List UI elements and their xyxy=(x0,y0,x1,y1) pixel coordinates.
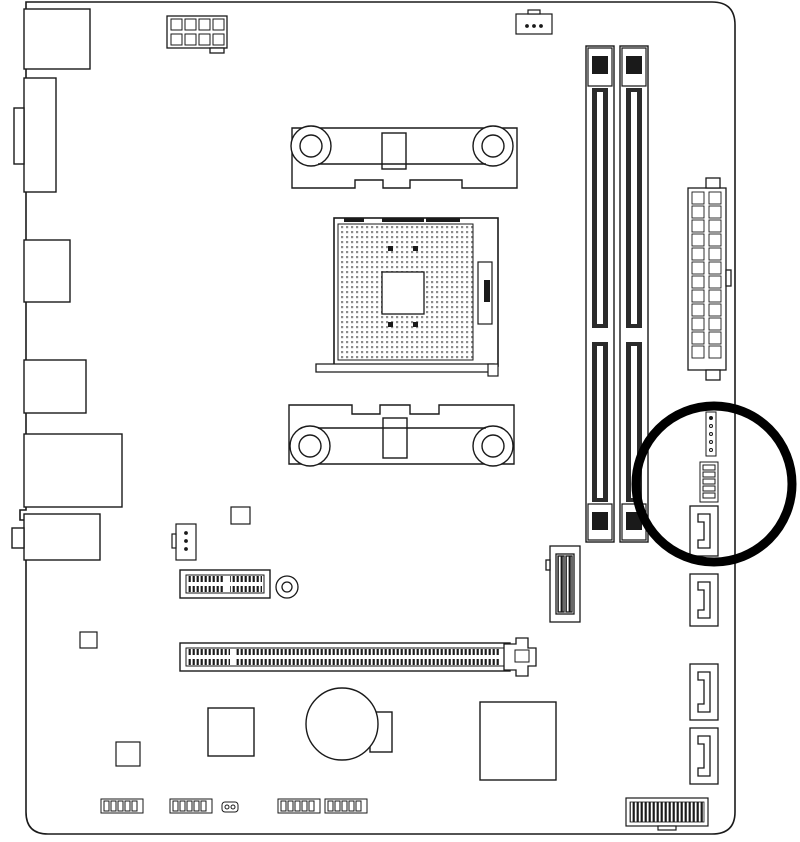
vga-port xyxy=(23,77,57,193)
usb3-front-header xyxy=(625,797,709,831)
cmos-battery xyxy=(305,687,393,761)
dvi-port xyxy=(23,239,71,303)
standoff-screw xyxy=(275,575,299,599)
highlight-ring xyxy=(631,401,797,567)
cpu-retention-bracket-bottom xyxy=(288,404,515,467)
bottom-jumper xyxy=(221,801,239,813)
cpu-retention-bracket-top xyxy=(290,125,518,189)
usb-header-small xyxy=(705,411,717,457)
sata-port-1 xyxy=(689,505,719,557)
vga-port-flange xyxy=(13,107,25,165)
m2-connector xyxy=(545,545,581,623)
pcie-x1-slot xyxy=(179,569,271,599)
atx-12v-8pin-connector xyxy=(166,15,228,54)
bottom-header-3 xyxy=(277,798,321,814)
ps2-port xyxy=(23,8,91,70)
cpu-socket xyxy=(315,217,499,377)
bottom-header-2 xyxy=(169,798,213,814)
io-chip xyxy=(207,707,255,757)
small-chip-c xyxy=(115,741,141,767)
audio-jacks xyxy=(23,513,101,561)
usb-stack xyxy=(23,359,87,414)
sata-port-4 xyxy=(689,727,719,785)
bottom-header-1 xyxy=(100,798,144,814)
atx-24pin-pins xyxy=(691,191,722,359)
sys-fan-header-top xyxy=(515,9,553,35)
atx-12v-pins xyxy=(170,18,225,46)
lan-usb-stack xyxy=(23,433,123,508)
cpu-socket-lever xyxy=(315,363,495,373)
front-panel-header xyxy=(699,461,719,503)
atx-24pin-power-connector xyxy=(687,177,732,381)
sys-fan-header-left xyxy=(171,523,197,561)
small-chip-a xyxy=(230,506,251,525)
audio-jack-flange xyxy=(11,527,25,549)
pcie-x16-slot xyxy=(179,637,537,677)
small-chip-b xyxy=(79,631,98,649)
sata-port-3 xyxy=(689,663,719,721)
dimm-slot-a xyxy=(585,45,615,543)
bottom-header-4 xyxy=(324,798,368,814)
cpu-socket-center xyxy=(381,271,425,315)
sata-port-2 xyxy=(689,573,719,627)
rear-io-panel xyxy=(11,8,123,561)
chipset xyxy=(479,701,557,781)
